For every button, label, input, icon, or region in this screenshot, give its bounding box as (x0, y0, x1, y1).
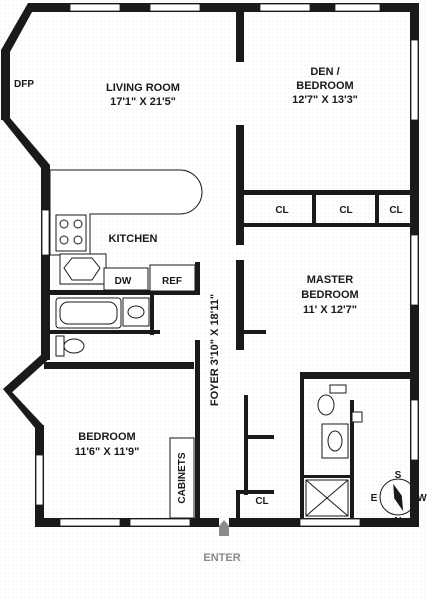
bedroom-dims: 11'6" X 11'9" (75, 446, 140, 458)
cabinets-label: CABINETS (177, 452, 188, 503)
den-name-2: BEDROOM (296, 80, 353, 92)
compass-s: S (395, 470, 402, 481)
living-room-name: LIVING ROOM (106, 82, 180, 94)
den-name-1: DEN / (310, 66, 339, 78)
closet-label-3: CL (389, 205, 402, 216)
stove-icon (55, 214, 87, 252)
closet-label-4: CL (255, 496, 268, 507)
kitchen-sink-icon (59, 253, 107, 285)
living-room-dims: 17'1" X 21'5" (110, 96, 176, 108)
master-toilet-icon (317, 394, 335, 416)
dishwasher-box (103, 267, 149, 291)
room-labels: LIVING ROOM 17'1" X 21'5" DEN / BEDROOM … (14, 66, 403, 564)
refrigerator-box (149, 264, 196, 292)
master-sink-icon (321, 423, 349, 459)
compass-e: E (371, 493, 378, 504)
dfp-label: DFP (14, 79, 34, 90)
den-dims: 12'7" X 13'3" (292, 94, 358, 106)
enter-label: ENTER (203, 552, 240, 564)
ref-label: REF (162, 276, 182, 287)
master-name-1: MASTER (307, 274, 354, 286)
foyer-label: FOYER 3'10" X 18'11" (209, 294, 221, 406)
compass-rose-icon: S N E W (371, 470, 427, 527)
bathtub-icon (55, 297, 122, 329)
master-dims: 11' X 12'7" (303, 304, 357, 316)
interior-walls (44, 12, 410, 520)
closet-label-1: CL (275, 205, 288, 216)
bedroom-name: BEDROOM (78, 431, 135, 443)
fixtures (49, 169, 363, 536)
compass-n: N (394, 516, 401, 527)
dw-label: DW (115, 276, 132, 287)
bath-sink-icon (122, 297, 150, 327)
closet-label-2: CL (339, 205, 352, 216)
windows (35, 3, 419, 527)
arrow-up-icon (219, 520, 229, 536)
kitchen-name: KITCHEN (109, 233, 158, 245)
cabinets-box (169, 437, 195, 519)
master-name-2: BEDROOM (301, 289, 358, 301)
toilet-icon (63, 338, 85, 354)
compass-w: W (417, 493, 427, 504)
